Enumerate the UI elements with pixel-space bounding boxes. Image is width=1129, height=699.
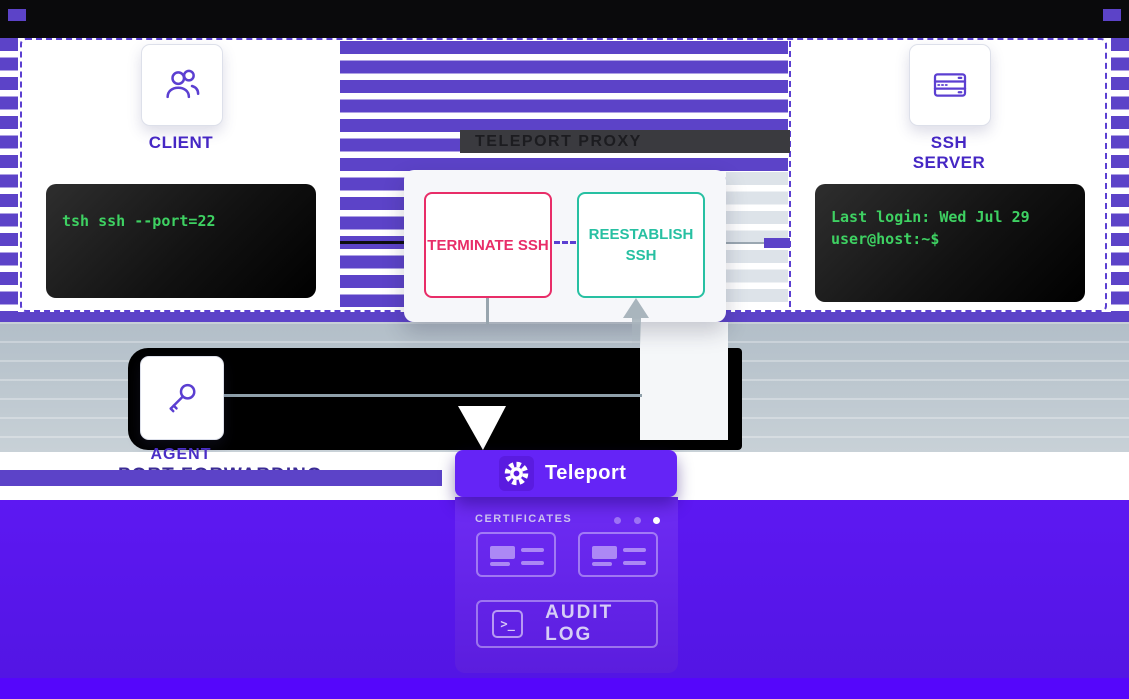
audit-log-label: AUDIT LOG: [545, 602, 614, 645]
cert-line: [623, 561, 646, 565]
gear-icon: [504, 461, 529, 486]
client-terminal-command: tsh ssh --port=22: [62, 212, 216, 230]
terminal-prompt-icon: >_: [492, 610, 524, 638]
server-icon: [933, 73, 967, 97]
proxy-title-bar: TELEPORT PROXY: [460, 130, 790, 153]
gear-icon-tile: [499, 456, 534, 491]
server-label: SSH SERVER: [912, 133, 986, 172]
reestablish-arrow-stem: [632, 318, 641, 346]
client-proxy-connector: [340, 241, 404, 244]
server-icon-tile: [909, 44, 991, 126]
cert-photo-block: [592, 546, 617, 559]
left-edge-stripes: [0, 38, 18, 314]
pagination-dots[interactable]: [606, 511, 660, 529]
agent-icon-tile: [140, 356, 224, 440]
proxy-title-label: TELEPORT PROXY: [475, 133, 642, 150]
terminate-reestablish-dash: [554, 241, 576, 244]
right-edge-stripes: [1111, 38, 1129, 314]
cert-photo-block: [490, 546, 515, 559]
terminate-drop-line: [486, 298, 489, 324]
teleport-title: Teleport: [545, 462, 627, 484]
pagination-dot-active[interactable]: [653, 517, 660, 524]
key-icon: [169, 383, 196, 413]
agent-sublabel-cover-bar: [0, 470, 442, 486]
reestablish-ssh-box: REESTABLISH SSH: [577, 192, 705, 298]
cert-line: [623, 548, 646, 552]
cert-line: [521, 561, 544, 565]
client-label: CLIENT: [148, 133, 214, 152]
server-dashed-divider: [789, 41, 791, 307]
cert-line: [592, 562, 612, 566]
terminate-ssh-box: TERMINATE SSH: [424, 192, 552, 298]
users-icon: [166, 69, 200, 99]
black-band: [128, 348, 742, 450]
certificate-card[interactable]: [476, 532, 556, 577]
reestablish-ssh-label: REESTABLISH SSH: [588, 226, 694, 264]
white-column: [640, 322, 728, 440]
certificates-label: CERTIFICATES: [475, 513, 573, 525]
agent-proxy-connector: [224, 394, 642, 397]
footer-band: [0, 678, 1129, 699]
proxy-server-connector-purple: [764, 238, 790, 248]
top-right-stripe-chip: [1103, 9, 1121, 21]
teleport-header: Teleport: [455, 450, 677, 497]
certificate-card[interactable]: [578, 532, 658, 577]
pagination-dot[interactable]: [633, 517, 641, 524]
cert-line: [521, 548, 544, 552]
proxy-server-connector-line: [726, 242, 768, 244]
server-terminal-line1: Last login: Wed Jul 29: [831, 208, 1030, 226]
pagination-dot[interactable]: [614, 517, 622, 524]
cert-line: [490, 562, 510, 566]
terminate-ssh-label: TERMINATE SSH: [427, 236, 549, 254]
client-terminal: tsh ssh --port=22: [46, 184, 316, 298]
client-icon-tile: [141, 44, 223, 126]
reestablish-up-arrow: [623, 298, 649, 318]
agent-label: AGENT: [150, 446, 212, 463]
server-terminal: Last login: Wed Jul 29 user@host:~$: [815, 184, 1085, 302]
server-terminal-line2: user@host:~$: [831, 230, 940, 248]
top-left-stripe-chip: [8, 9, 26, 21]
audit-log-button[interactable]: >_ AUDIT LOG: [476, 600, 658, 648]
teleport-panel: CERTIFICATES >_ AUDIT LOG: [455, 497, 678, 673]
top-black-bar: [0, 0, 1129, 38]
